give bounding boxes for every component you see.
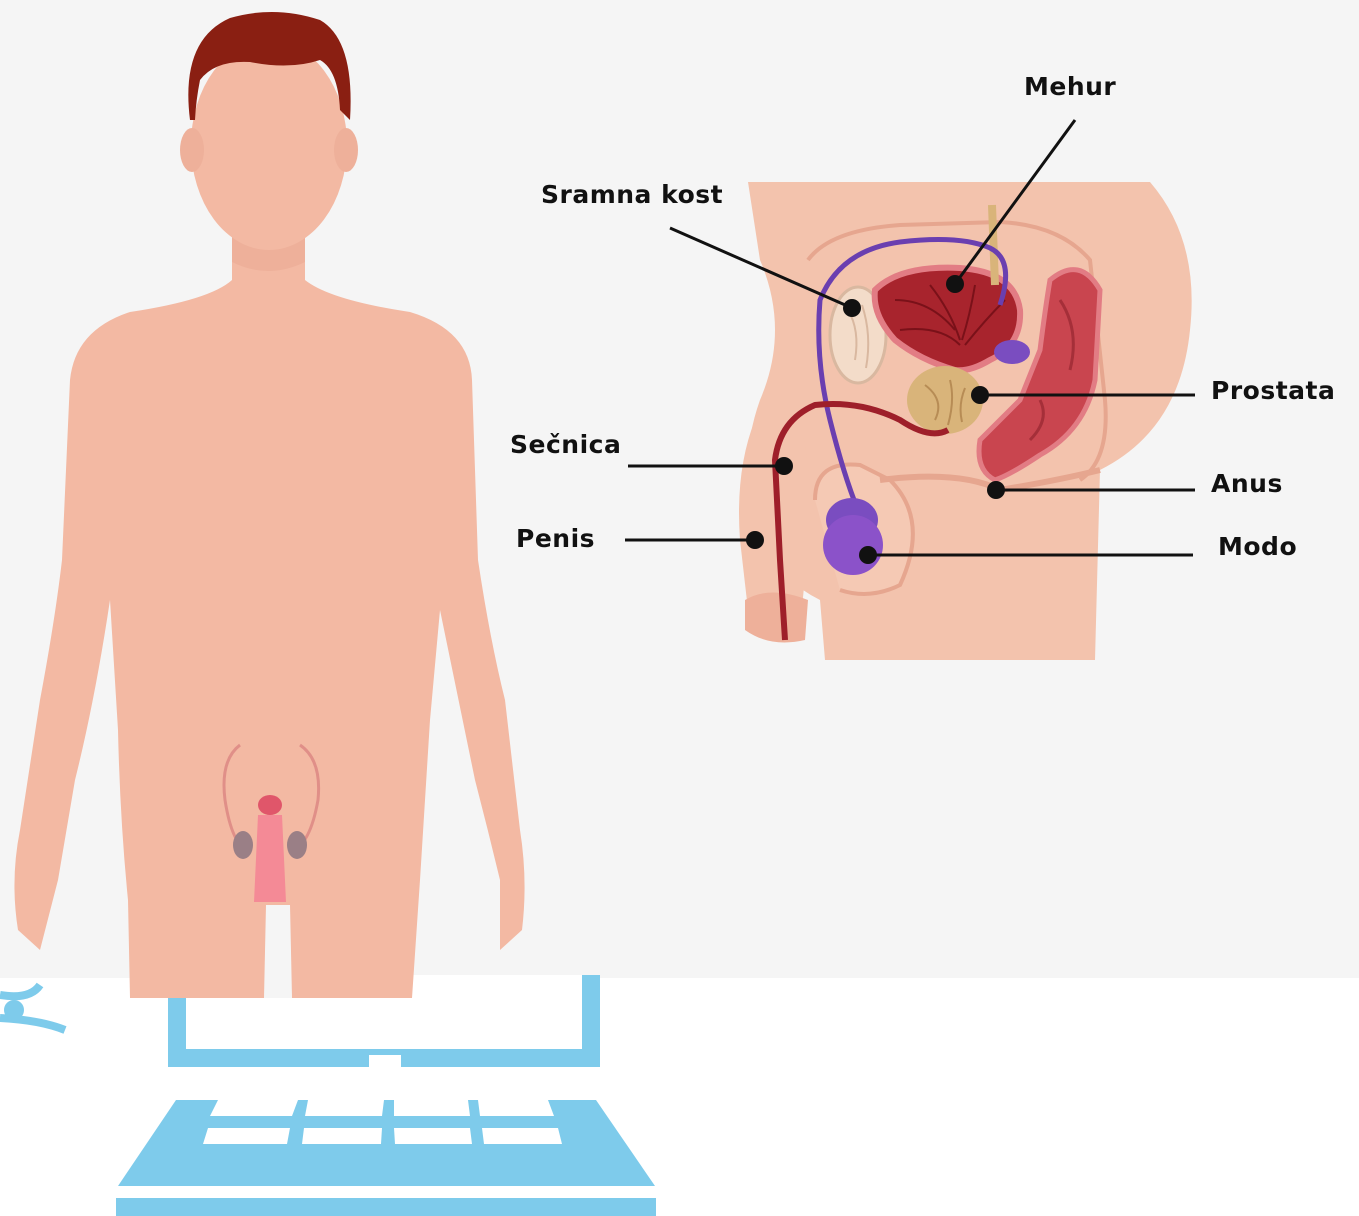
pubic-bone-marker [843, 299, 861, 317]
laptop-icon [116, 975, 656, 1216]
signal-mark-icon [0, 985, 65, 1030]
urethra-marker [775, 457, 793, 475]
label-prostata: Prostata [1211, 376, 1335, 405]
penis-marker [746, 531, 764, 549]
label-mehur: Mehur [1024, 72, 1116, 101]
label-secnica: Sečnica [510, 430, 621, 459]
label-penis: Penis [516, 524, 595, 553]
prostate-marker [971, 386, 989, 404]
testis-marker [859, 546, 877, 564]
label-modo: Modo [1218, 532, 1297, 561]
label-sramna-kost: Sramna kost [541, 180, 723, 209]
male-figure [14, 12, 524, 998]
pelvic-anatomy-illustration [739, 182, 1192, 660]
anus-marker [987, 481, 1005, 499]
bladder-marker [946, 275, 964, 293]
label-anus: Anus [1211, 469, 1283, 498]
